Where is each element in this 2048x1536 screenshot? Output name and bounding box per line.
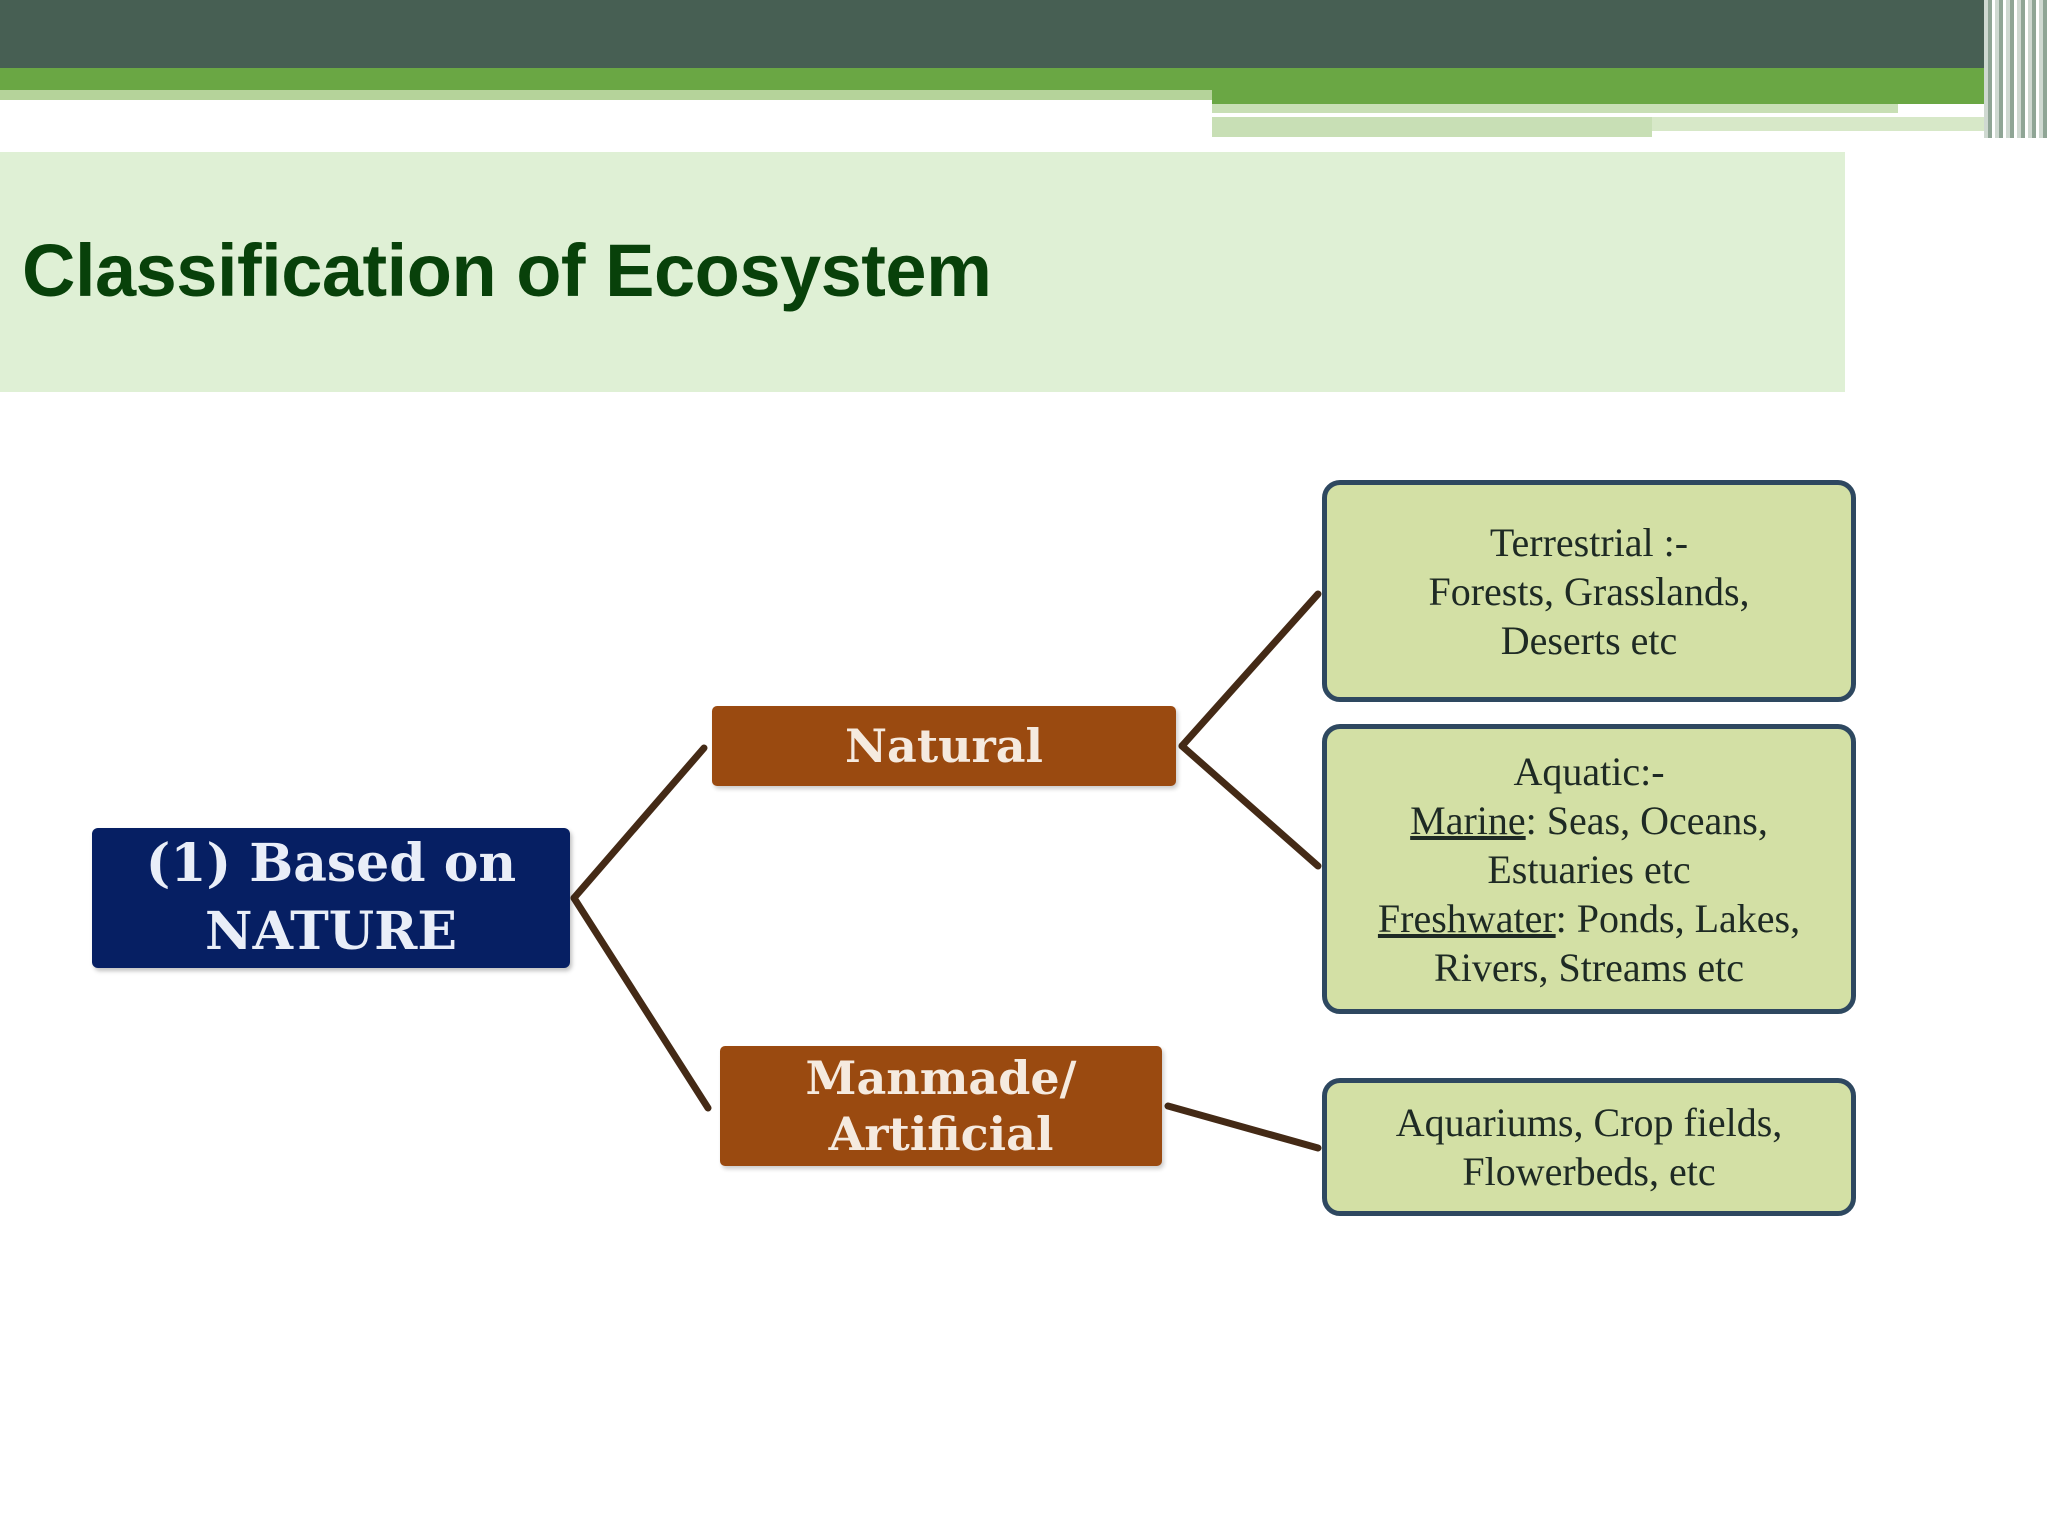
node-aquatic: Aquatic:- Marine: Seas, Oceans, Estuarie… bbox=[1322, 724, 1856, 1014]
node-label: Artificial bbox=[828, 1107, 1054, 1161]
connector-root-natural bbox=[570, 744, 708, 902]
header-stripe-light bbox=[0, 90, 1212, 100]
node-terrestrial: Terrestrial :- Forests, Grasslands, Dese… bbox=[1322, 480, 1856, 702]
node-label: Natural bbox=[844, 719, 1044, 773]
header-pale-band bbox=[1652, 117, 2012, 131]
node-artificial-examples: Aquariums, Crop fields, Flowerbeds, etc bbox=[1322, 1078, 1856, 1216]
header-edge-lines bbox=[1984, 0, 2048, 138]
node-based-on-nature: (1) Based on NATURE bbox=[92, 828, 570, 968]
marine-text: : Seas, Oceans, bbox=[1525, 797, 1768, 843]
node-text: Rivers, Streams etc bbox=[1434, 944, 1744, 990]
header-pale-band bbox=[1212, 104, 1898, 114]
node-text: Marine: Seas, Oceans, bbox=[1327, 796, 1851, 845]
slide-title: Classification of Ecosystem bbox=[22, 229, 992, 312]
node-text: Flowerbeds, etc bbox=[1462, 1149, 1716, 1194]
node-text: Estuaries etc bbox=[1487, 846, 1691, 892]
header-bar bbox=[0, 0, 2048, 68]
node-natural: Natural bbox=[712, 706, 1176, 786]
node-text: Freshwater: Ponds, Lakes, bbox=[1327, 894, 1851, 943]
marine-label: Marine bbox=[1410, 797, 1526, 843]
node-label: NATURE bbox=[205, 901, 457, 962]
node-text: Aquariums, Crop fields, bbox=[1395, 1100, 1783, 1145]
title-band bbox=[0, 152, 1845, 392]
node-manmade-artificial: Manmade/ Artificial bbox=[720, 1046, 1162, 1166]
node-label: Manmade/ bbox=[805, 1051, 1077, 1105]
header-stripe bbox=[0, 68, 1212, 90]
connector-natural-aquatic bbox=[1178, 742, 1322, 870]
connector-root-manmade bbox=[570, 894, 712, 1112]
connector-manmade-examples bbox=[1164, 1102, 1322, 1152]
freshwater-text: : Ponds, Lakes, bbox=[1555, 895, 1801, 941]
header-pale-band bbox=[1212, 117, 1652, 137]
node-text: Terrestrial :- bbox=[1489, 519, 1689, 565]
connector-natural-terrestrial bbox=[1178, 590, 1322, 750]
freshwater-label: Freshwater bbox=[1377, 895, 1556, 941]
node-text: Forests, Grasslands, bbox=[1428, 568, 1750, 614]
header-divider bbox=[1212, 113, 1898, 117]
node-text: Deserts etc bbox=[1500, 617, 1678, 663]
header-stripe-right bbox=[1212, 68, 2048, 104]
node-text: Aquatic:- bbox=[1513, 748, 1665, 794]
node-label: (1) Based on bbox=[145, 833, 517, 894]
